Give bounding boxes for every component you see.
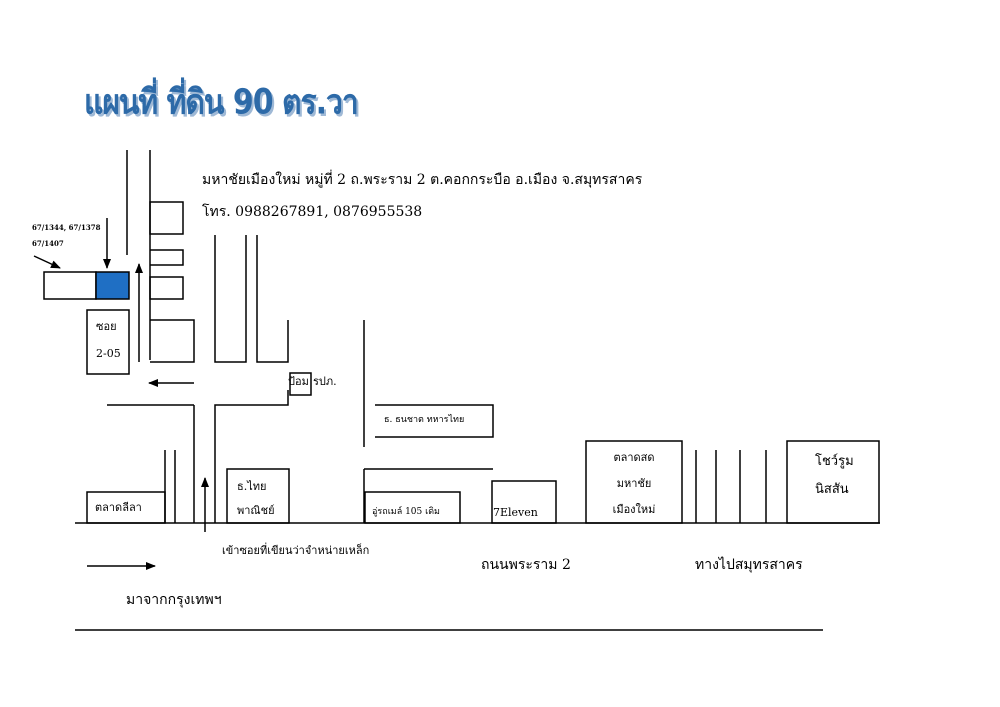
- talad-lila-label: ตลาดลีลา: [95, 501, 142, 514]
- building-block: [149, 201, 184, 235]
- market-label-line2: มหาชัย: [616, 477, 652, 490]
- rama2-road-label: ถนนพระราม 2: [481, 557, 571, 573]
- lot-number-line2: 67/1407: [32, 239, 64, 248]
- address-text: มหาชัยเมืองใหม่ หมู่ที่ 2 ถ.พระราม 2 ต.ค…: [202, 172, 643, 188]
- thai-bank-label-line2: พาณิชย์: [237, 504, 275, 517]
- showroom-label-line2: นิสสัน: [815, 482, 849, 497]
- road-line: [214, 390, 289, 523]
- arrow-lot-pointer: [33, 255, 61, 269]
- soi-label-line1: ซอย: [96, 320, 117, 333]
- building-block: [150, 319, 195, 363]
- soi-sign-box: [86, 309, 130, 375]
- market-label-line1: ตลาดสด: [613, 451, 655, 464]
- garage-label: อู่รถเมล์ 105 เดิม: [372, 507, 440, 517]
- from-bangkok-label: มาจากกรุงเทพฯ: [126, 592, 222, 608]
- police-box-label: ป้อม: [288, 375, 309, 388]
- target-plot: [95, 271, 130, 300]
- seven-eleven-label: 7Eleven: [493, 506, 538, 519]
- police-box: [289, 372, 312, 396]
- building-block: [214, 235, 247, 363]
- showroom-label-line1: โชว์รูม: [815, 454, 854, 469]
- police-suffix-label: รปภ.: [313, 375, 337, 388]
- building-block: [150, 249, 184, 266]
- phone-text: โทร. 0988267891, 0876955538: [202, 204, 423, 220]
- lot-number-line1: 67/1344, 67/1378: [32, 223, 101, 232]
- to-samut-sakhon-label: ทางไปสมุทรสาคร: [695, 557, 803, 573]
- thanachart-bank-label: ธ. ธนชาต ทหารไทย: [384, 415, 465, 425]
- soi-label-line2: 2-05: [96, 347, 121, 360]
- neighbor-lot: [43, 271, 97, 300]
- building-block: [256, 235, 289, 363]
- steel-soi-label: เข้าซอยที่เขียนว่าจำหน่ายเหล็ก: [222, 544, 370, 557]
- thanachart-bank-box: [375, 404, 494, 438]
- page-title: แผนที่ ที่ดิน 90 ตร.วา: [84, 82, 359, 123]
- thai-bank-label-line1: ธ.ไทย: [237, 480, 267, 493]
- market-label-line3: เมืองใหม่: [612, 503, 656, 516]
- building-block: [149, 276, 184, 300]
